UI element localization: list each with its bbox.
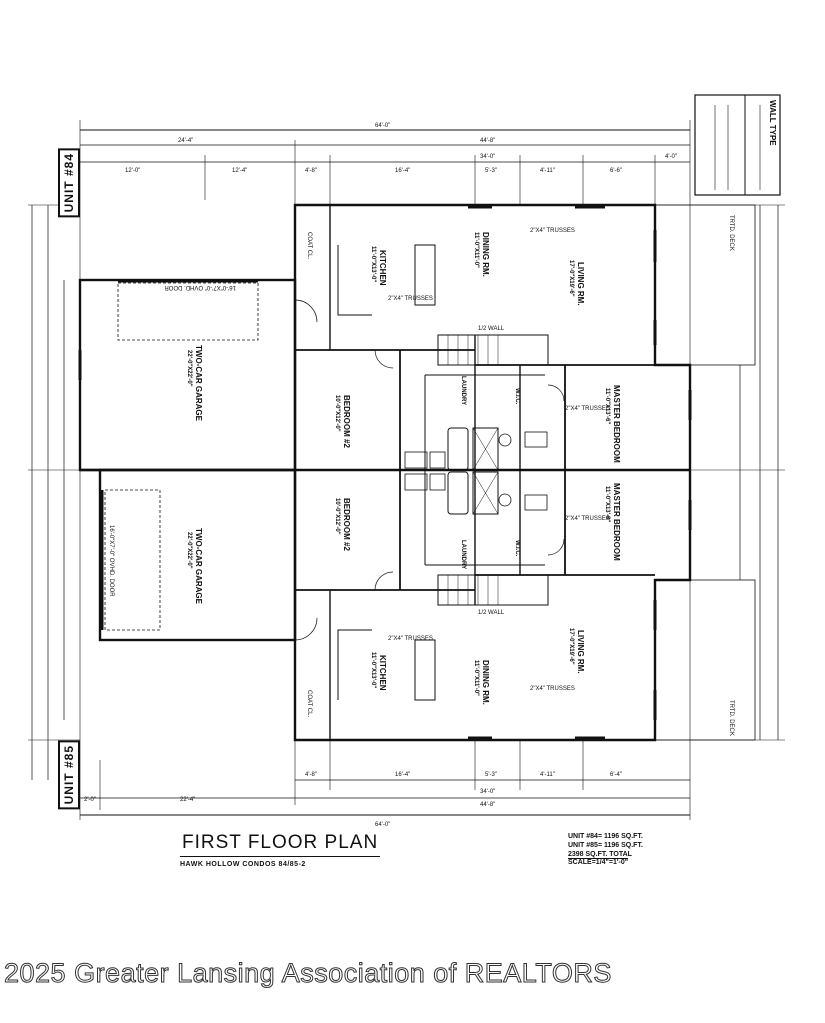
room-dining-84-size: 11'-0"X11'-0"	[473, 232, 479, 268]
room-living-85: LIVING RM.	[576, 630, 585, 674]
room-kitchen-84: KITCHEN	[378, 250, 387, 286]
dim-top-0: 12'-0"	[125, 168, 140, 174]
dim-bottom-left-1: 22'-4"	[180, 797, 195, 803]
dim-bottom-left-0: 2'-0"	[84, 797, 96, 803]
note-deck-85: TRTD. DECK	[728, 700, 734, 736]
room-garage-84-size: 22'-0"X22'-0"	[186, 350, 192, 387]
note-garage-door-85: 16'-0"X7'-0" OVHD. DOOR	[108, 525, 114, 597]
room-dining-84: DINING RM.	[481, 232, 490, 277]
room-living-84-size: 17'-0"X19'-6"	[568, 260, 574, 297]
room-master-84: MASTER BEDROOM	[612, 385, 621, 463]
room-master-84-size: 11'-0"X13'-6"	[604, 388, 610, 424]
dim-left-top: 24'-4"	[178, 138, 193, 144]
room-master-85-size: 11'-0"X13'-6"	[604, 486, 610, 522]
copyright-watermark: 2025 Greater Lansing Association of REAL…	[4, 958, 612, 989]
note-trusses-85a: 2"X4" TRUSSES	[388, 636, 433, 642]
wall-type-heading: WALL TYPE	[768, 100, 777, 146]
room-bedroom2-85: BEDROOM #2	[342, 498, 351, 551]
plan-subtitle: HAWK HOLLOW CONDOS 84/85-2	[180, 861, 306, 868]
note-wall-85: 1/2 WALL	[478, 610, 505, 616]
title-underline	[180, 856, 380, 857]
room-kitchen-85: KITCHEN	[378, 655, 387, 691]
room-wic-84: W.I.C.	[514, 388, 520, 405]
wall-type-legend	[694, 94, 781, 196]
room-laundry-85: LAUNDRY	[460, 540, 466, 569]
room-living-84: LIVING RM.	[576, 262, 585, 306]
dim-bottom-right: 44'-8"	[480, 802, 495, 808]
room-kitchen-84-size: 11'-0"X13'-0"	[370, 246, 376, 282]
note-trusses-84a: 2"X4" TRUSSES	[388, 296, 433, 302]
dim-mid-top: 34'-0"	[480, 154, 495, 160]
dim-bottom-0: 4'-8"	[305, 772, 317, 778]
scale-note: SCALE=1/4"=1'-0"	[568, 858, 629, 866]
dim-bottom-1: 16'-4"	[395, 772, 410, 778]
dim-top-5: 4'-11"	[540, 168, 555, 174]
room-living-85-size: 17'-0"X19'-6"	[568, 628, 574, 665]
note-coat-85: COAT CL.	[306, 690, 312, 717]
dim-overall-top: 64'-0"	[375, 123, 390, 129]
room-wic-85: W.I.C.	[514, 540, 520, 557]
note-deck-84: TRTD. DECK	[728, 215, 734, 251]
dim-bottom-mid: 34'-0"	[480, 789, 495, 795]
room-bedroom2-85-size: 10'-0"X12'-0"	[334, 498, 340, 535]
note-trusses-84b: 2"X4" TRUSSES	[530, 228, 575, 234]
room-laundry-84: LAUNDRY	[460, 376, 466, 405]
dim-top-3: 16'-4"	[395, 168, 410, 174]
note-garage-door-84: 16'-0"X7'-0" OVHD. DOOR	[164, 284, 236, 290]
house-outline-84	[293, 203, 692, 470]
unit-85-tag: UNIT #85	[58, 740, 80, 810]
note-coat-84: COAT CL.	[306, 232, 312, 259]
note-trusses-85c: 2"X4" TRUSSES	[565, 516, 610, 522]
room-master-85: MASTER BEDROOM	[612, 483, 621, 561]
dim-top-2: 4'-8"	[305, 168, 317, 174]
dim-bottom-3: 4'-11"	[540, 772, 555, 778]
room-garage-84: TWO-CAR GARAGE	[194, 345, 203, 422]
note-trusses-84c: 2"X4" TRUSSES	[565, 406, 610, 412]
sqft-unit-84: UNIT #84= 1196 SQ.FT.	[568, 833, 643, 840]
room-bedroom2-84: BEDROOM #2	[342, 395, 351, 448]
room-dining-85-size: 11'-0"X11'-0"	[473, 660, 479, 696]
note-trusses-85b: 2"X4" TRUSSES	[530, 686, 575, 692]
dim-bottom-2: 5'-3"	[485, 772, 497, 778]
dim-overall-bottom: 64'-0"	[375, 822, 390, 828]
room-garage-85-size: 22'-0"X22'-0"	[186, 532, 192, 569]
room-garage-85: TWO-CAR GARAGE	[194, 528, 203, 605]
note-wall-84: 1/2 WALL	[478, 326, 505, 332]
dim-top-6: 6'-6"	[610, 168, 622, 174]
sqft-total: 2398 SQ.FT. TOTAL	[568, 851, 632, 858]
sqft-unit-85: UNIT #85= 1196 SQ.FT.	[568, 842, 643, 849]
plan-title: FIRST FLOOR PLAN	[182, 832, 379, 853]
unit-84-tag: UNIT #84	[58, 148, 80, 218]
dim-top-4: 5'-3"	[485, 168, 497, 174]
room-kitchen-85-size: 11'-0"X13'-0"	[370, 652, 376, 688]
dim-top-7: 4'-0"	[665, 154, 677, 160]
room-bedroom2-84-size: 10'-0"X12'-0"	[334, 395, 340, 432]
dim-bottom-4: 6'-4"	[610, 772, 622, 778]
room-dining-85: DINING RM.	[481, 660, 490, 705]
dim-right-top: 44'-8"	[480, 138, 495, 144]
dim-top-1: 12'-4"	[232, 168, 247, 174]
sqft-summary: UNIT #84= 1196 SQ.FT. UNIT #85= 1196 SQ.…	[568, 832, 643, 859]
